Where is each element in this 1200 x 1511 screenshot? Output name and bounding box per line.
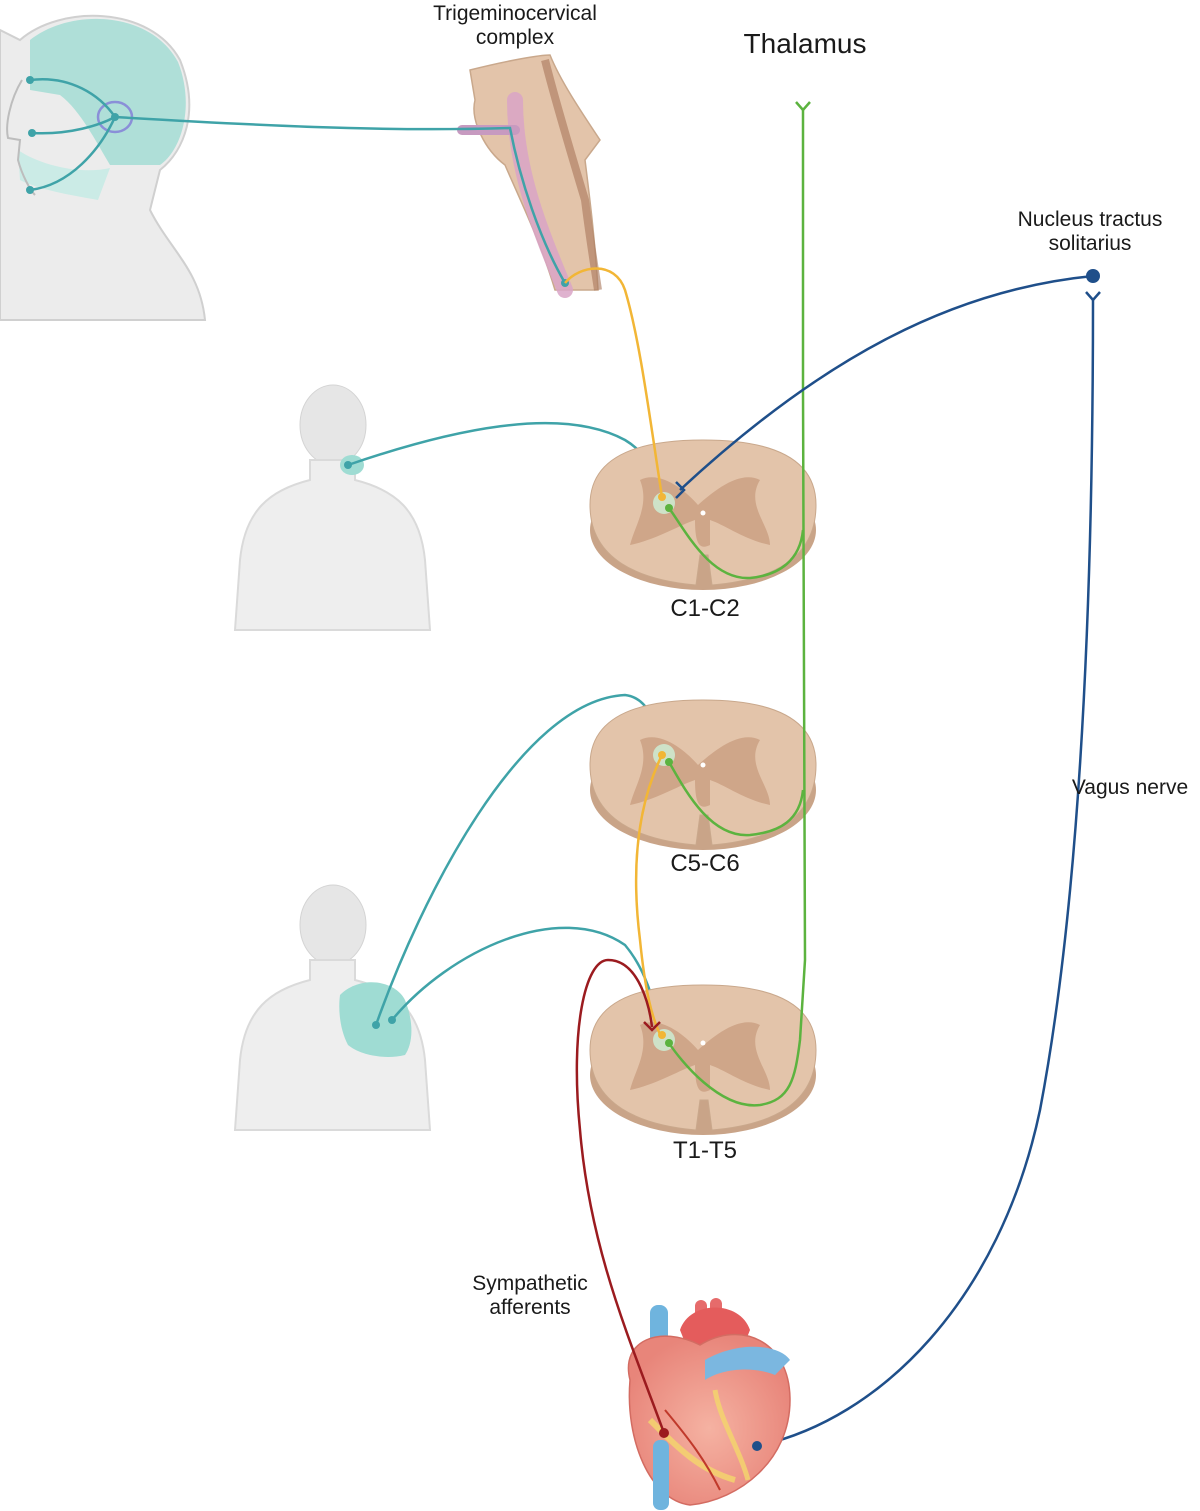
vagus-projection-terminal-icon [675, 481, 686, 499]
vagus-nerve-path [756, 299, 1095, 1448]
label-t1t5: T1-T5 [672, 1137, 737, 1164]
heart-illustration [627, 1298, 791, 1510]
label-c5c6: C5-C6 [670, 850, 740, 877]
label-trigeminocervical-line2: complex [475, 26, 555, 50]
label-trigeminocervical-line1: Trigeminocervical [433, 2, 597, 25]
spinal-segment-t1t5 [589, 984, 817, 1135]
trigeminal-afferent [114, 115, 567, 284]
interneuron-pathway [564, 267, 664, 498]
lower-body-illustration [233, 884, 432, 1131]
thalamus-terminal-icon [795, 101, 811, 112]
spinal-segment-c1c2 [589, 439, 817, 590]
sympathetic-terminal-icon [643, 1021, 661, 1032]
upper-body-illustration [233, 384, 432, 631]
label-nts: Nucleus tractus solitarius [985, 208, 1195, 256]
label-thalamus: Thalamus [743, 28, 867, 59]
nts-node [1086, 269, 1100, 283]
spinothalamic-tract [667, 108, 807, 1107]
nts-terminal-icon [1085, 291, 1101, 302]
spinothalamic-c1c2-branch [667, 507, 805, 580]
vagus-nts-projection [679, 274, 1094, 491]
brainstem-illustration [457, 54, 602, 298]
sympathetic-afferent-path [575, 958, 666, 1434]
head-illustration [0, 14, 207, 321]
label-sympathetic-line1: Sympathetic [472, 1272, 588, 1295]
spinothalamic-c5c6-branch [667, 761, 805, 837]
interneuron-c5-to-t1 [634, 754, 664, 1039]
label-vagus: Vagus nerve [1071, 776, 1189, 799]
label-nts-line2: solitarius [1048, 232, 1132, 256]
label-c1c2: C1-C2 [670, 595, 740, 622]
label-trigeminocervical: Trigeminocervical complex [415, 2, 615, 50]
label-nts-line1: Nucleus tractus [1017, 208, 1163, 231]
label-sympathetic: Sympathetic afferents [440, 1272, 620, 1320]
spinal-segment-c5c6 [589, 699, 817, 850]
label-sympathetic-line2: afferents [489, 1296, 571, 1320]
